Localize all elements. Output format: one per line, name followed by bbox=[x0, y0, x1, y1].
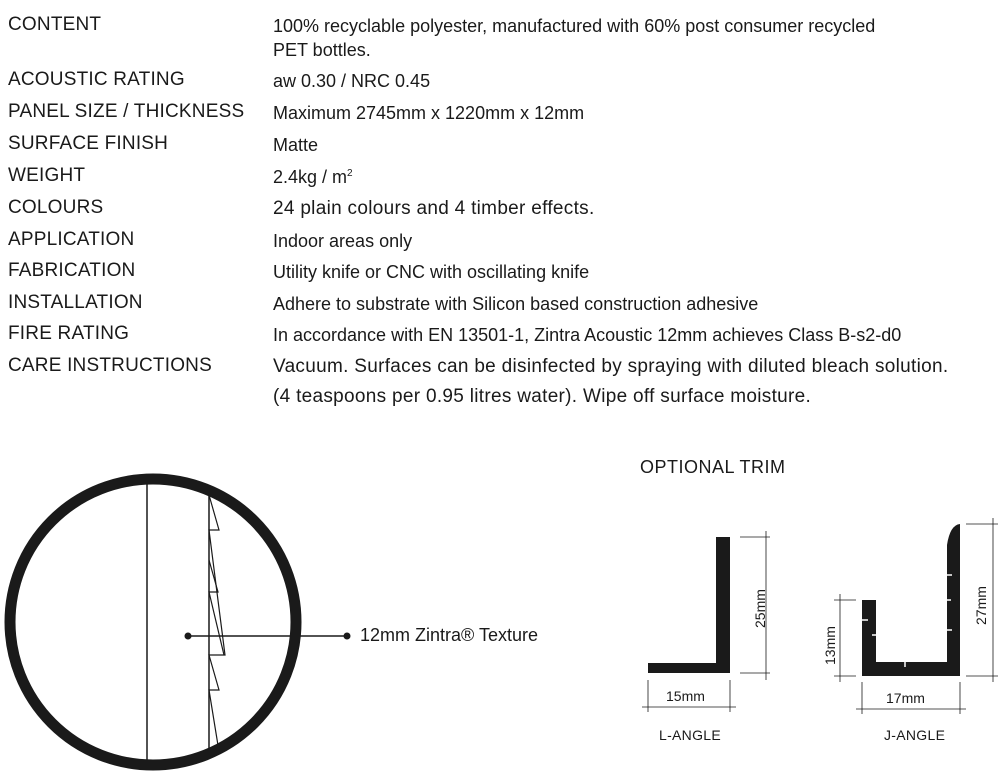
spec-value: Adhere to substrate with Silicon based c… bbox=[273, 294, 759, 314]
spec-value: 2.4kg / m2 bbox=[273, 165, 353, 189]
weight-value: 2.4kg / m bbox=[273, 167, 348, 187]
texture-detail-circle bbox=[4, 473, 302, 771]
spec-label: FIRE RATING bbox=[8, 323, 130, 344]
spec-label: WEIGHT bbox=[8, 165, 86, 186]
spec-label: INSTALLATION bbox=[8, 292, 143, 313]
j-angle-profile bbox=[834, 518, 998, 714]
texture-label: 12mm Zintra® Texture bbox=[360, 625, 538, 645]
spec-value: Utility knife or CNC with oscillating kn… bbox=[273, 262, 590, 282]
spec-value-continued: PET bottles. bbox=[273, 40, 371, 60]
spec-value: 100% recyclable polyester, manufactured … bbox=[273, 16, 876, 36]
l-angle-width-label: 15mm bbox=[666, 688, 705, 704]
l-angle-caption: L-ANGLE bbox=[659, 727, 722, 743]
j-angle-tall-height-label: 27mm bbox=[973, 586, 989, 625]
spec-label: SURFACE FINISH bbox=[8, 133, 169, 154]
spec-value: Matte bbox=[273, 135, 319, 155]
j-angle-short-height-label: 13mm bbox=[822, 626, 838, 665]
spec-value: aw 0.30 / NRC 0.45 bbox=[273, 71, 431, 91]
j-angle-width-label: 17mm bbox=[886, 690, 925, 706]
spec-value-continued: (4 teaspoons per 0.95 litres water). Wip… bbox=[273, 386, 812, 407]
spec-label: ACOUSTIC RATING bbox=[8, 69, 185, 90]
spec-label: APPLICATION bbox=[8, 229, 135, 250]
spec-value: 24 plain colours and 4 timber effects. bbox=[273, 198, 595, 219]
l-angle-height-label: 25mm bbox=[752, 589, 768, 628]
l-angle-profile bbox=[642, 531, 770, 712]
spec-value: Indoor areas only bbox=[273, 231, 413, 251]
spec-label: CONTENT bbox=[8, 14, 102, 35]
weight-superscript: 2 bbox=[347, 168, 353, 179]
texture-pointer bbox=[184, 632, 351, 640]
j-angle-caption: J-ANGLE bbox=[884, 727, 946, 743]
spec-label: FABRICATION bbox=[8, 260, 136, 281]
optional-trim-title: OPTIONAL TRIM bbox=[640, 457, 786, 477]
spec-value: Maximum 2745mm x 1220mm x 12mm bbox=[273, 103, 585, 123]
spec-label: COLOURS bbox=[8, 197, 104, 218]
spec-label: CARE INSTRUCTIONS bbox=[8, 355, 212, 376]
spec-label: PANEL SIZE / THICKNESS bbox=[8, 101, 245, 122]
spec-value: Vacuum. Surfaces can be disinfected by s… bbox=[273, 356, 949, 377]
spec-value: In accordance with EN 13501-1, Zintra Ac… bbox=[273, 325, 902, 345]
